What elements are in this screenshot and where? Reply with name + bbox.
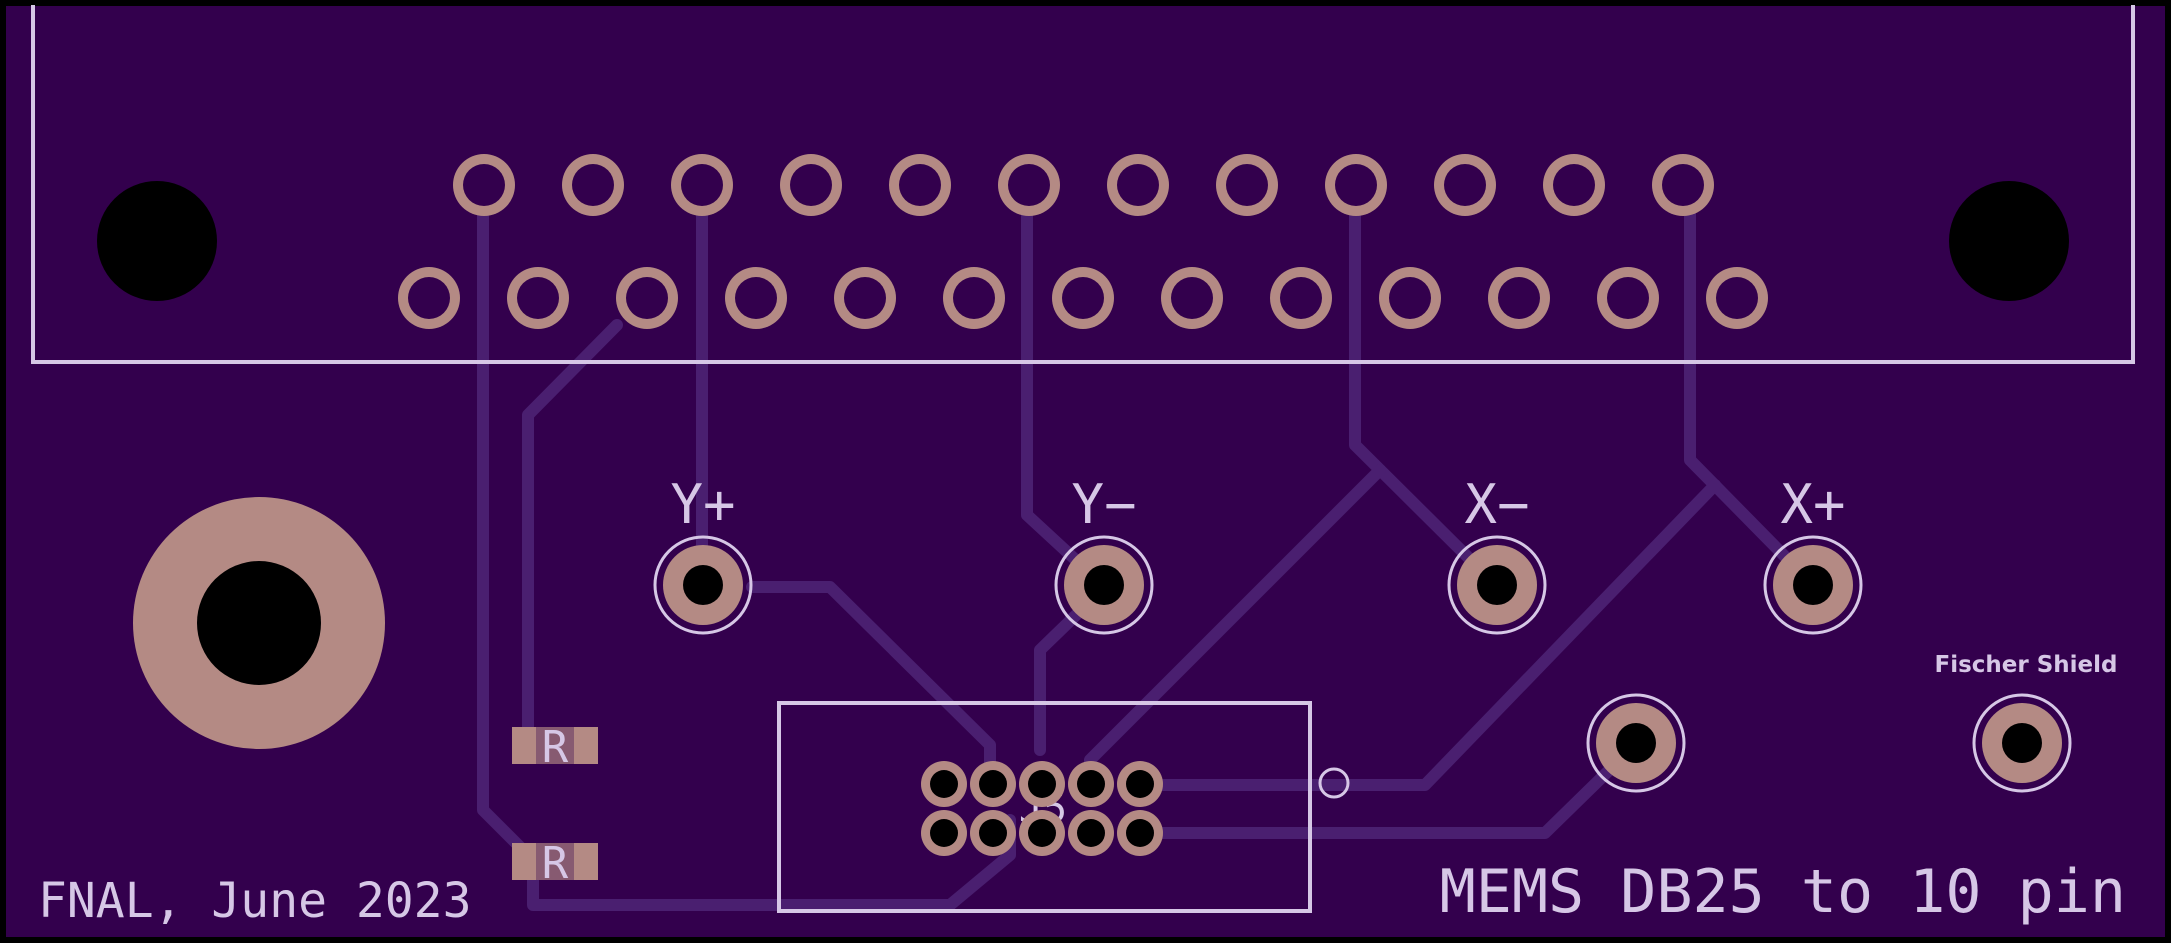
db25-pin	[562, 154, 624, 216]
trace-x-plus	[1684, 179, 1821, 593]
j5-pin	[921, 761, 967, 807]
j5-pin1-marker	[1318, 767, 1350, 799]
copper-traces	[477, 179, 1821, 911]
db25-pin	[1597, 267, 1659, 329]
db25-pin	[1379, 267, 1441, 329]
resistor-r1: R	[512, 722, 598, 773]
db25-pin	[780, 154, 842, 216]
db25-mount-hole-left	[97, 181, 217, 301]
j5-pin	[970, 761, 1016, 807]
db25-pin	[1325, 154, 1387, 216]
j5-pin	[1068, 810, 1114, 856]
db25-pin	[1706, 267, 1768, 329]
resistor-ref: R	[542, 722, 569, 773]
db25-pin	[943, 267, 1005, 329]
connector-j5: J5	[777, 701, 1350, 913]
db25-outline	[31, 5, 2135, 364]
terminal-label: Y+	[670, 473, 735, 536]
db25-pin	[398, 267, 460, 329]
j5-pin	[921, 810, 967, 856]
db25-pin	[889, 154, 951, 216]
db25-pin	[1543, 154, 1605, 216]
db25-pin	[1434, 154, 1496, 216]
db25-pin	[1488, 267, 1550, 329]
resistor-ref: R	[542, 838, 569, 889]
j5-pin	[1117, 761, 1163, 807]
j5-pin	[1019, 761, 1065, 807]
db25-pin	[1652, 154, 1714, 216]
db25-pins	[398, 154, 1768, 329]
db25-pin	[1052, 267, 1114, 329]
db25-mount-hole-right	[1949, 181, 2069, 301]
trace-r2	[522, 319, 623, 748]
db25-pin	[725, 267, 787, 329]
trace-x-minus	[1349, 179, 1504, 593]
j5-pin	[1068, 761, 1114, 807]
terminal-y-plus: Y+	[653, 473, 753, 635]
terminal-label: Y−	[1071, 473, 1136, 536]
trace-r1	[477, 179, 1016, 911]
db25-pin	[1107, 154, 1169, 216]
db25-pin	[1270, 267, 1332, 329]
db25-pin	[671, 154, 733, 216]
board-title: MEMS DB25 to 10 pin	[1440, 857, 2126, 927]
shield-label: Fischer Shield	[1934, 652, 2117, 678]
j5-outline	[777, 701, 1312, 913]
j5-pins	[921, 761, 1163, 856]
terminal-pads: Y+ Y− X− X+	[653, 473, 1863, 635]
db25-pin	[1216, 154, 1278, 216]
mounting-hole	[133, 497, 385, 749]
db25-pin	[834, 267, 896, 329]
trace-shield	[1139, 739, 1641, 839]
trace-x-plus-to-j5	[1139, 479, 1721, 791]
db25-pin	[1161, 267, 1223, 329]
ground-pad	[1586, 693, 1686, 793]
board-credit: FNAL, June 2023	[38, 873, 471, 929]
terminal-x-minus: X−	[1447, 473, 1547, 635]
fischer-shield-pad: Fischer Shield	[1934, 652, 2118, 793]
terminal-label: X+	[1780, 473, 1845, 536]
terminal-label: X−	[1464, 473, 1529, 536]
terminal-x-plus: X+	[1763, 473, 1863, 635]
terminal-y-minus: Y−	[1054, 473, 1154, 635]
j5-pin	[1117, 810, 1163, 856]
db25-pin	[616, 267, 678, 329]
db25-pin	[507, 267, 569, 329]
j5-pin	[1019, 810, 1065, 856]
db25-pin	[453, 154, 515, 216]
resistor-r2: R	[512, 838, 598, 889]
db25-pin	[998, 154, 1060, 216]
j5-pin	[970, 810, 1016, 856]
